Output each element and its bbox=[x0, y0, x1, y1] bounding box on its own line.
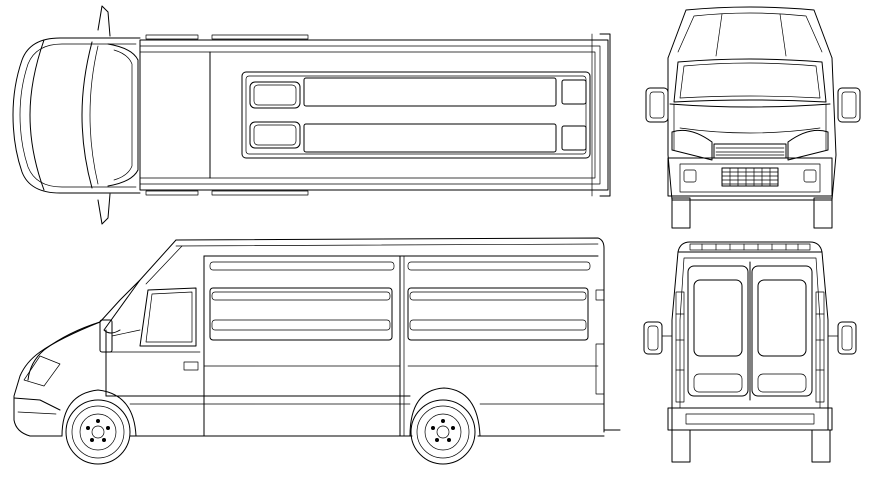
van-rear-view bbox=[643, 241, 857, 463]
van-top-view bbox=[12, 5, 611, 225]
van-front-view bbox=[645, 6, 861, 229]
van-side-view bbox=[13, 237, 621, 465]
